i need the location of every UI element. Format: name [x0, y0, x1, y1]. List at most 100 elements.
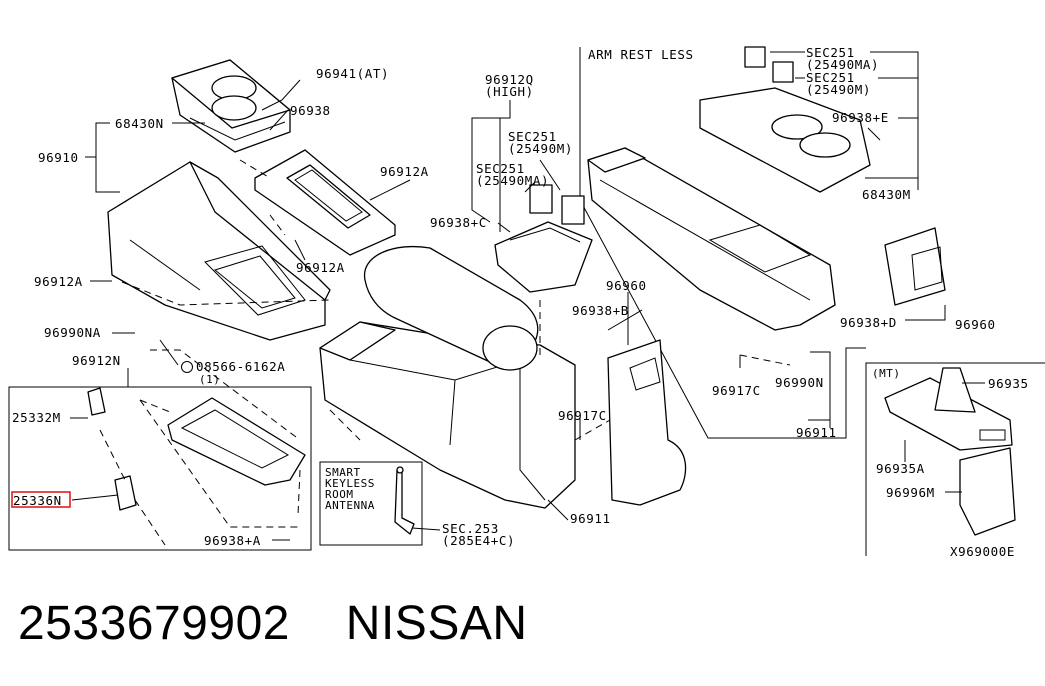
- pad-96960-center: [607, 339, 687, 506]
- label-sec251-c-ref: (25490MA): [806, 57, 879, 72]
- leader-96910: [85, 156, 120, 193]
- caption-brand: NISSAN: [345, 597, 528, 650]
- dash-assembly-12: [269, 214, 286, 236]
- label-sec251-d: SEC251: [806, 70, 855, 85]
- label-sec251-a-ref: (25490M): [508, 141, 573, 156]
- label-sec253-ref: (285E4+C): [442, 533, 515, 548]
- center-console-96911: [319, 245, 576, 509]
- leader-sec251-a: [539, 159, 561, 191]
- label-68430m: 68430M: [862, 187, 911, 202]
- dash-assembly-13: [239, 159, 271, 179]
- label-96912a-mid: 96912A: [296, 260, 345, 275]
- label-96912q-note: (HIGH): [485, 84, 534, 99]
- shift-boot-96935: [884, 367, 1016, 536]
- label-smart-3: ROOM: [325, 488, 354, 501]
- dash-assembly-3: [139, 399, 171, 413]
- label-smart-4: ANTENNA: [325, 499, 375, 512]
- label-sec251-b-ref: (25490MA): [476, 173, 549, 188]
- group-bracket-96911-right: [579, 75, 866, 439]
- s-screw-symbol: [181, 361, 193, 373]
- leader-96938: [269, 109, 289, 131]
- label-arm-rest-less: ARM REST LESS: [588, 47, 694, 62]
- dash-assembly-10: [574, 419, 611, 441]
- leader-96911-mid: [547, 499, 569, 521]
- leader-96938b: [607, 309, 643, 331]
- label-96938c: 96938+C: [430, 215, 487, 230]
- label-diagram-code: X969000E: [950, 544, 1015, 559]
- leader-96912q: [471, 100, 511, 223]
- leader-sec251-b: [524, 181, 536, 193]
- label-96938b: 96938+B: [572, 303, 629, 318]
- finisher-96941: [254, 149, 396, 256]
- label-sec251-b: SEC251: [476, 161, 525, 176]
- caption-part-number: 2533679902: [18, 597, 290, 650]
- leader-96938c: [497, 222, 511, 233]
- highlight-box-25336n: [11, 491, 71, 508]
- label-96938a: 96938+A: [204, 533, 261, 548]
- label-96911-mid: 96911: [570, 511, 611, 526]
- leader-sec253: [411, 527, 441, 531]
- dash-assembly-5: [297, 469, 301, 516]
- console-96910: [107, 161, 331, 341]
- smart-keyless-antenna: [394, 466, 415, 535]
- leader-96990n-b: [810, 351, 831, 380]
- label-smart-1: SMART: [325, 466, 361, 479]
- label-96935a: 96935A: [876, 461, 925, 476]
- label-96996m: 96996M: [886, 485, 935, 500]
- label-25336n[interactable]: 25336N: [13, 493, 62, 508]
- lid-96960-right: [884, 227, 946, 306]
- leader-96912a-top: [369, 179, 411, 201]
- leader-68430m: [865, 177, 919, 190]
- label-96960-top: 96960: [606, 278, 647, 293]
- cup-holder-68430n: [171, 59, 291, 153]
- label-68430n: 68430N: [115, 116, 164, 131]
- label-96938: 96938: [290, 103, 331, 118]
- inset-frame-mt: [865, 362, 1045, 556]
- label-96960-right: 96960: [955, 317, 996, 332]
- dash-assembly-6: [121, 281, 331, 306]
- label-sec251-d-ref: (25490M): [806, 82, 871, 97]
- inset-frame-25336n: [8, 386, 312, 551]
- tray-96912n: [87, 387, 306, 511]
- label-sec251-a: SEC251: [508, 129, 557, 144]
- label-96990n: 96990N: [775, 375, 824, 390]
- label-mt: (MT): [872, 367, 901, 380]
- dash-assembly-2: [99, 429, 126, 481]
- label-96912n: 96912N: [72, 353, 121, 368]
- label-08566: 08566-6162A: [196, 359, 285, 374]
- leader-96912q-b: [490, 117, 501, 232]
- label-96917c-mid: 96917C: [712, 383, 761, 398]
- label-96912q: 96912Q: [485, 72, 534, 87]
- caption: 2533679902 NISSAN: [18, 596, 528, 660]
- label-sec251-c: SEC251: [806, 45, 855, 60]
- dash-assembly-4: [139, 399, 300, 528]
- leader-sec251-c: [870, 51, 919, 190]
- leader-96938e-b: [867, 127, 881, 141]
- label-25332m: 25332M: [12, 410, 61, 425]
- label-96911-right: 96911: [796, 425, 837, 440]
- console-arm-rest-less: [587, 46, 871, 331]
- label-smart-2: KEYLESS: [325, 477, 375, 490]
- label-96935: 96935: [988, 376, 1029, 391]
- leader-25336n: [71, 494, 119, 501]
- bezel-96912q: [494, 184, 593, 293]
- label-96910: 96910: [38, 150, 79, 165]
- label-96938e: 96938+E: [832, 110, 889, 125]
- label-96912a-top: 96912A: [380, 164, 429, 179]
- leader-96941: [261, 79, 301, 111]
- label-96917c-right: 96917C: [558, 408, 607, 423]
- label-96938d: 96938+D: [840, 315, 897, 330]
- label-96990na: 96990NA: [44, 325, 101, 340]
- label-08566-qty: (1): [199, 373, 220, 386]
- label-96941-at: 96941(AT): [316, 66, 389, 81]
- label-sec253: SEC.253: [442, 521, 499, 536]
- leader-96938d: [905, 312, 946, 321]
- leader-08566: [159, 339, 179, 366]
- dash-assembly-1: [134, 499, 166, 546]
- dash-assembly-7: [150, 349, 301, 441]
- inset-frame-smart-antenna: [319, 461, 423, 546]
- dash-assembly-11: [739, 354, 791, 366]
- label-96912a-left: 96912A: [34, 274, 83, 289]
- leader-96910-b: [95, 122, 110, 157]
